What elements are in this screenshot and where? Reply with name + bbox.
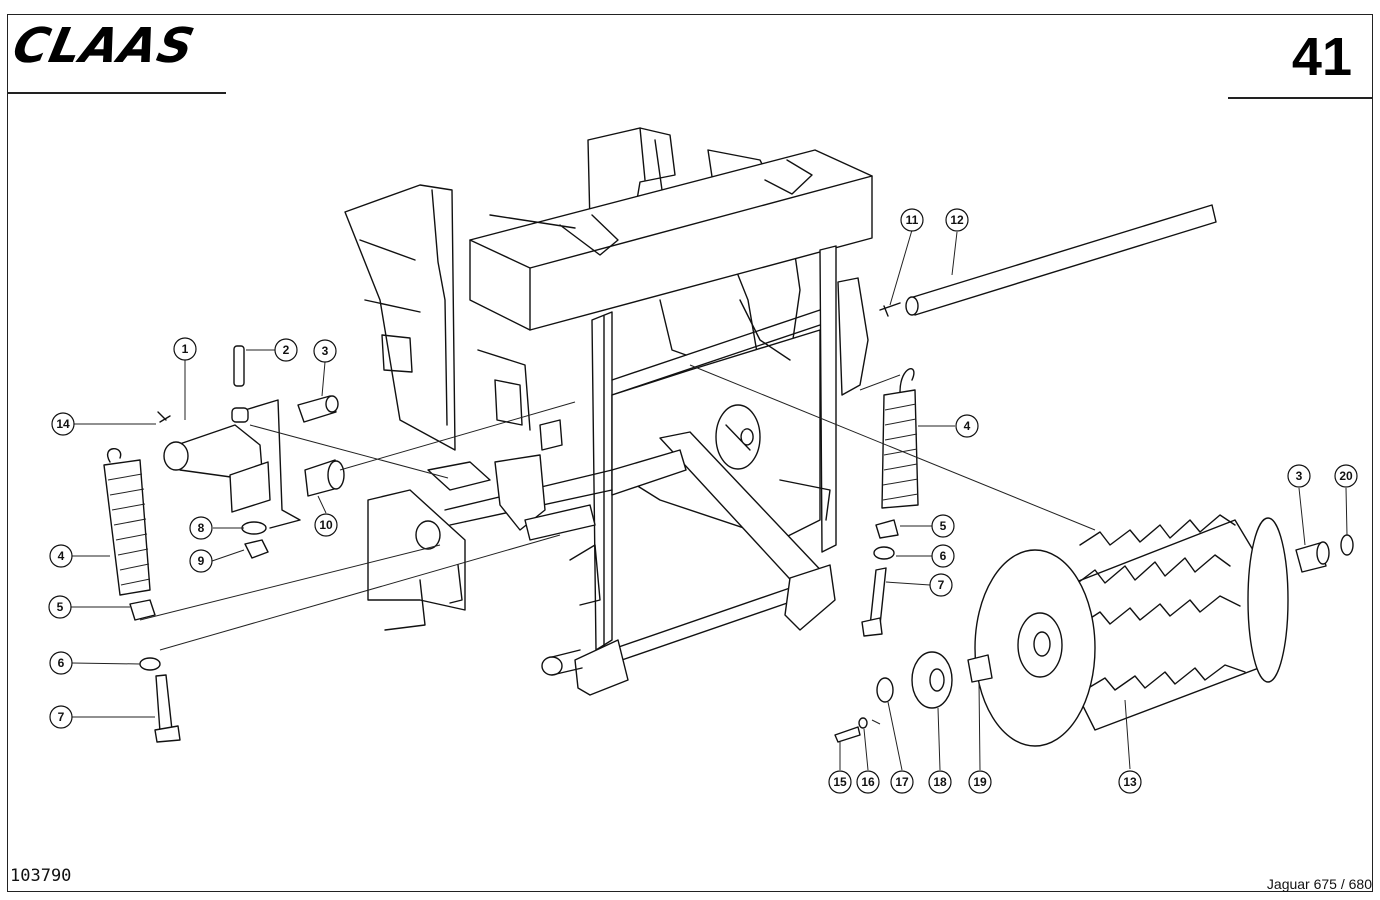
callout-9: 9 [189,549,213,573]
callout-19: 19 [968,770,992,794]
callout-3-right: 3 [1287,464,1311,488]
svg-text:6: 6 [58,656,65,670]
svg-text:2: 2 [283,343,290,357]
callout-12: 12 [945,208,969,232]
callout-2: 2 [274,338,298,362]
svg-text:5: 5 [940,519,947,533]
svg-text:6: 6 [940,549,947,563]
callout-18: 18 [928,770,952,794]
callout-4: 4 [49,544,73,568]
svg-text:8: 8 [198,521,205,535]
callout-10: 10 [314,513,338,537]
serrated-drum-assembly [834,514,1354,747]
page-number-underline [1228,97,1373,99]
document-code: 103790 [10,866,72,886]
callout-6-right: 6 [931,544,955,568]
svg-text:1: 1 [182,342,189,356]
page-number: 41 [1291,27,1352,87]
svg-text:16: 16 [861,775,875,789]
callout-14: 14 [51,412,75,436]
callout-20: 20 [1334,464,1358,488]
callout-17: 17 [890,770,914,794]
right-spring-assembly [689,204,1217,637]
svg-text:4: 4 [964,419,971,433]
left-lever-assembly [103,345,576,743]
svg-text:10: 10 [319,518,333,532]
svg-text:17: 17 [895,775,909,789]
callout-16: 16 [856,770,880,794]
svg-text:7: 7 [58,710,65,724]
callout-8: 8 [189,516,213,540]
callout-7-right: 7 [929,573,953,597]
callout-1: 1 [173,337,197,361]
svg-text:12: 12 [950,213,964,227]
svg-text:7: 7 [938,578,945,592]
svg-text:3: 3 [1296,469,1303,483]
callout-6: 6 [49,651,73,675]
main-frame-assembly [344,127,873,696]
callout-15: 15 [828,770,852,794]
svg-text:15: 15 [833,775,847,789]
callout-3: 3 [313,339,337,363]
svg-text:19: 19 [973,775,987,789]
svg-text:13: 13 [1123,775,1137,789]
callout-5-right: 5 [931,514,955,538]
svg-text:18: 18 [933,775,947,789]
callout-13: 13 [1118,770,1142,794]
callout-leaders [71,229,1348,771]
svg-text:5: 5 [57,600,64,614]
svg-text:11: 11 [906,213,919,227]
model-label: Jaguar 675 / 680 [1266,876,1372,892]
callout-7: 7 [49,705,73,729]
logo-underline [8,92,226,94]
svg-text:14: 14 [56,417,70,431]
svg-text:4: 4 [58,549,65,563]
svg-text:3: 3 [322,344,329,358]
callout-11: 11 [900,208,924,232]
svg-text:9: 9 [198,554,205,568]
page-frame [7,14,1373,892]
svg-text:20: 20 [1339,469,1353,483]
callout-4-right: 4 [955,414,979,438]
callout-5: 5 [48,595,72,619]
